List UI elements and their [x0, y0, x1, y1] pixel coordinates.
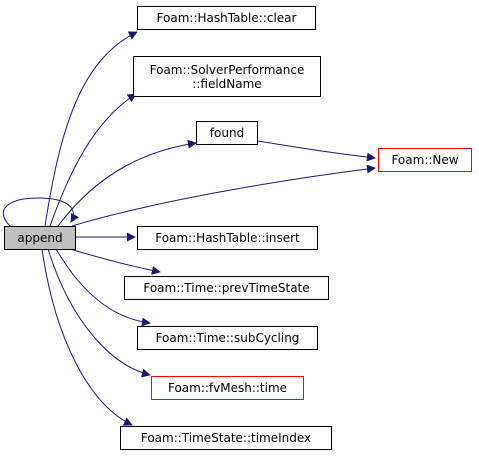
- edge-append-found: [57, 139, 197, 227]
- node-fvmesh-time-label: Foam::fvMesh::time: [167, 381, 288, 395]
- edge-append-timeindex: [41, 248, 133, 426]
- node-prevtimestate-label: Foam::Time::prevTimeState: [143, 281, 310, 295]
- node-fieldname-line1: Foam::SolverPerformance: [149, 62, 305, 77]
- node-foam-new-label: Foam::New: [391, 153, 459, 167]
- edge-append-subcycling: [55, 248, 151, 327]
- node-subcycling-label: Foam::Time::subCycling: [155, 331, 300, 345]
- edge-append-clear: [44, 31, 138, 227]
- node-found-label: found: [209, 126, 245, 140]
- node-time-subcycling[interactable]: Foam::Time::subCycling: [137, 326, 318, 350]
- node-timeindex-label: Foam::TimeState::timeIndex: [140, 431, 312, 445]
- node-hashtable-clear[interactable]: Foam::HashTable::clear: [137, 6, 316, 30]
- node-solverperformance-fieldname[interactable]: Foam::SolverPerformance ::fieldName: [133, 56, 321, 97]
- node-time-prevtimestate[interactable]: Foam::Time::prevTimeState: [124, 276, 329, 300]
- node-foam-new[interactable]: Foam::New: [378, 148, 472, 172]
- edge-found-new: [257, 140, 376, 162]
- node-append-label: append: [17, 231, 63, 245]
- node-found[interactable]: found: [196, 121, 258, 145]
- node-fieldname-line2: ::fieldName: [192, 76, 262, 91]
- node-timestate-timeindex[interactable]: Foam::TimeState::timeIndex: [120, 426, 332, 450]
- node-append: append: [4, 226, 76, 250]
- node-hashtable-insert-label: Foam::HashTable::insert: [155, 231, 300, 245]
- edge-append-prevtimestate: [69, 248, 161, 275]
- node-fvmesh-time[interactable]: Foam::fvMesh::time: [151, 376, 304, 400]
- edge-append-new: [71, 164, 376, 227]
- edge-append-fieldname: [49, 93, 137, 227]
- edge-append-time: [47, 248, 151, 378]
- node-hashtable-clear-label: Foam::HashTable::clear: [156, 11, 297, 25]
- edge-append-self: [2, 197, 79, 227]
- node-hashtable-insert[interactable]: Foam::HashTable::insert: [137, 226, 318, 250]
